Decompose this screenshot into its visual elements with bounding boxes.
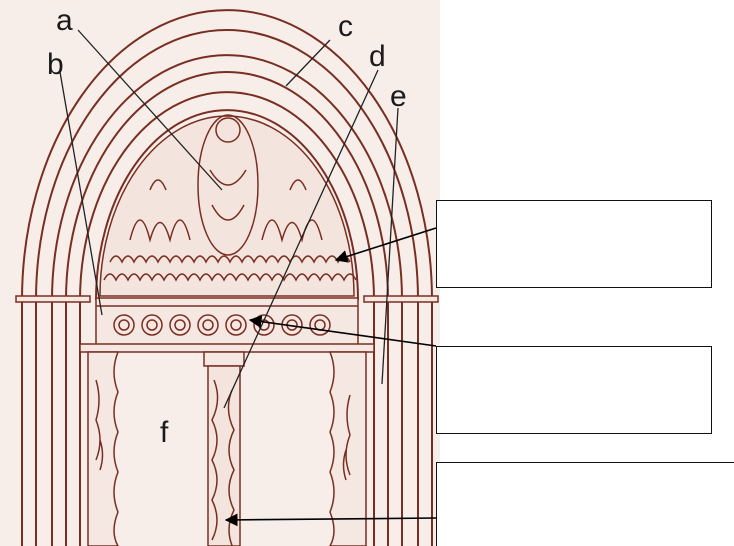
- answer-box-tympanum[interactable]: [436, 200, 712, 288]
- label-e: e: [390, 82, 407, 112]
- answer-box-lintel[interactable]: [436, 346, 712, 434]
- label-b: b: [47, 50, 64, 80]
- lintel: [96, 298, 358, 348]
- label-f: f: [160, 418, 168, 448]
- label-d: d: [369, 42, 386, 72]
- label-a: a: [56, 6, 73, 36]
- trumeau: [204, 352, 244, 546]
- label-c: c: [338, 12, 353, 42]
- answer-box-trumeau[interactable]: [436, 462, 734, 546]
